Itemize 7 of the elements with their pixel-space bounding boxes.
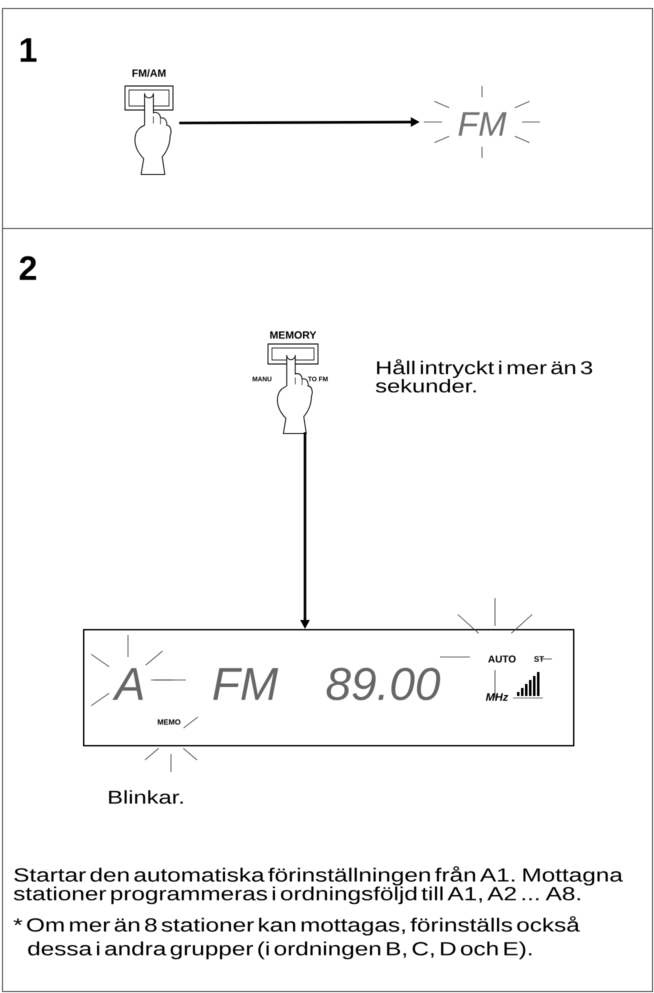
blinking-display: FM xyxy=(424,86,540,158)
instruction-text: Håll intryckt i mer än 3 sekunder. xyxy=(376,359,592,393)
note-text: Blinkar. xyxy=(109,790,183,804)
footnote-text: * Om mer än 8 stationer kan mottagas, förinställs också dessa i andra grupper (i ordningen B, C, D och E). xyxy=(14,916,580,960)
node-label: MEMORY xyxy=(270,331,316,339)
description-text: Startar den automatiska förinställningen från A1. Mottagna stationer programmeras i ordningsföljd till A1, A2 ... A8. xyxy=(14,866,623,904)
node-label: FM/AM xyxy=(132,69,166,77)
